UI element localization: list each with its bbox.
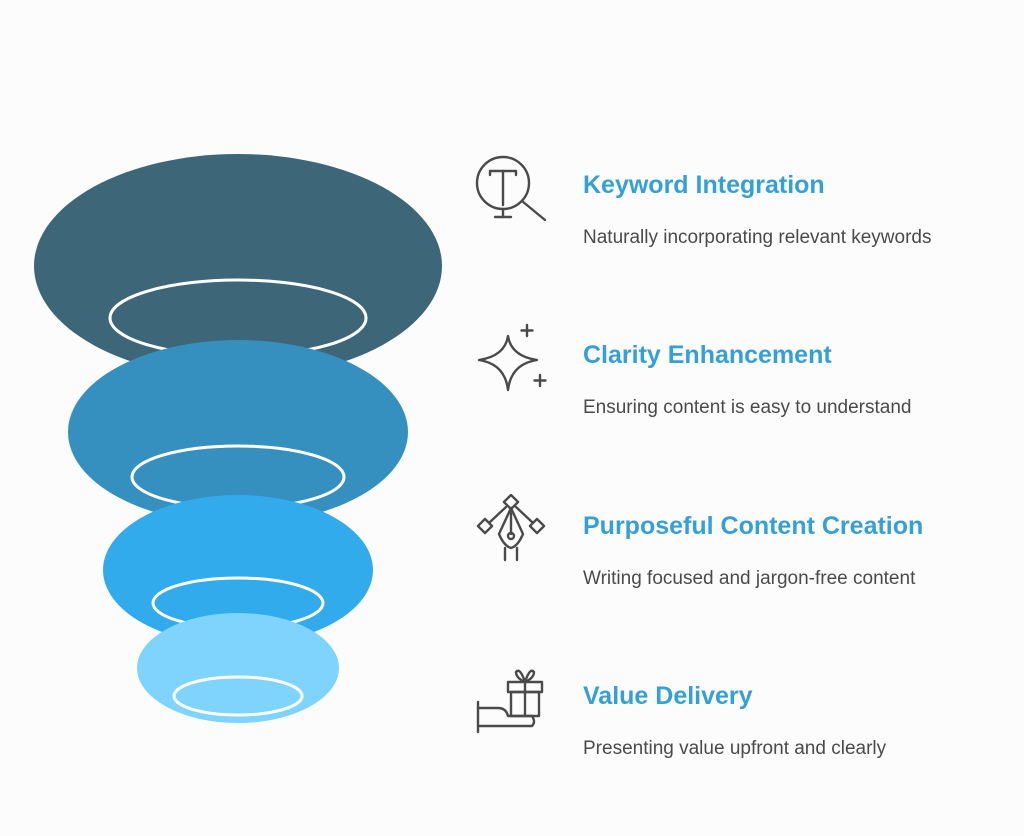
step-title: Keyword Integration xyxy=(583,171,825,199)
step-title: Purposeful Content Creation xyxy=(583,512,924,540)
funnel-layer-1 xyxy=(34,154,442,378)
step-description: Presenting value upfront and clearly xyxy=(583,738,887,759)
step-title: Clarity Enhancement xyxy=(583,341,832,369)
step-description: Ensuring content is easy to understand xyxy=(583,397,912,418)
magnifier-text-icon xyxy=(470,153,550,233)
step-value-delivery: Value Delivery Presenting value upfront … xyxy=(470,664,1010,794)
step-title: Value Delivery xyxy=(583,682,753,710)
sparkle-icon xyxy=(470,323,550,403)
step-description: Naturally incorporating relevant keyword… xyxy=(583,227,932,248)
funnel-layer-3 xyxy=(103,495,373,645)
step-purposeful-content-creation: Purposeful Content Creation Writing focu… xyxy=(470,493,1010,624)
gift-hand-icon xyxy=(470,664,550,744)
step-keyword-integration: Keyword Integration Naturally incorporat… xyxy=(470,153,1010,283)
funnel-ring-4 xyxy=(172,675,304,717)
funnel-diagram xyxy=(34,154,442,723)
funnel-layer-2 xyxy=(68,340,408,524)
pen-tool-icon xyxy=(470,493,550,574)
funnel-layer-4 xyxy=(137,613,339,723)
step-clarity-enhancement: Clarity Enhancement Ensuring content is … xyxy=(470,323,1010,453)
step-description: Writing focused and jargon-free content xyxy=(583,568,916,589)
